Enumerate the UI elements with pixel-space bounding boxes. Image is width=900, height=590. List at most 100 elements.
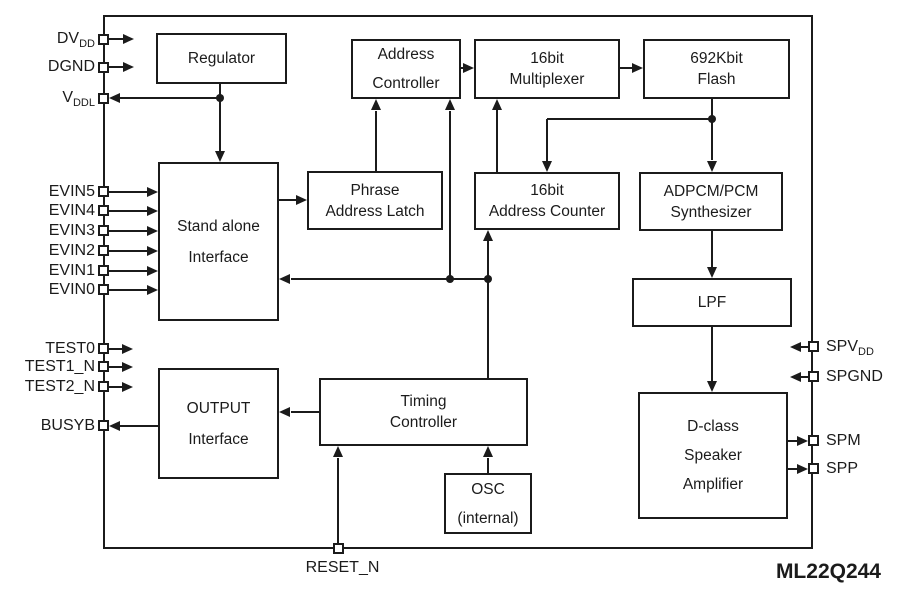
arrowhead-into-stand-alone-top xyxy=(215,151,225,162)
arrowhead-into-phrase-latch xyxy=(296,195,307,205)
pin-dgnd xyxy=(98,62,109,73)
arrowhead-into-spm-pin xyxy=(797,436,808,446)
block-label: Interface xyxy=(188,430,249,448)
wire-evin4 xyxy=(109,210,147,212)
arrowhead-into-address-controller-left xyxy=(371,99,381,110)
arrowhead-evin3 xyxy=(147,226,158,236)
block-label: 16bit xyxy=(530,50,564,67)
wire-reset-n xyxy=(337,458,339,544)
arrowhead-evin1 xyxy=(147,266,158,276)
block-692kbit-flash: 692Kbit Flash xyxy=(643,39,790,99)
junction-dot-bus-right xyxy=(484,275,492,283)
block-adpcm-pcm-synthesizer: ADPCM/PCM Synthesizer xyxy=(639,172,783,231)
arrowhead-evin2 xyxy=(147,246,158,256)
block-output-interface: OUTPUT Interface xyxy=(158,368,279,479)
wire-synthesizer-to-lpf xyxy=(711,231,713,267)
arrowhead-test2-n xyxy=(122,382,133,392)
wire-spgnd xyxy=(801,376,808,378)
block-stand-alone-interface: Stand alone Interface xyxy=(158,162,279,321)
arrowhead-into-address-controller-right xyxy=(445,99,455,110)
wire-bus-to-standalone xyxy=(291,278,489,280)
pin-label-busyb: BUSYB xyxy=(40,417,95,434)
part-number: ML22Q244 xyxy=(775,560,881,583)
arrowhead-into-multiplexer xyxy=(463,63,474,73)
block-label: Interface xyxy=(188,248,249,266)
wire-test1-n xyxy=(109,366,122,368)
arrowhead-dvdd xyxy=(123,34,134,44)
pin-label-evin3: EVIN3 xyxy=(48,222,95,239)
pin-dvdd xyxy=(98,34,109,45)
wire-regulator-down xyxy=(219,84,221,152)
block-label: Address xyxy=(377,46,435,63)
wire-timing-to-output-interface xyxy=(291,411,319,413)
arrowhead-evin0 xyxy=(147,285,158,295)
block-16bit-multiplexer: 16bit Multiplexer xyxy=(474,39,620,99)
junction-dot-vddl xyxy=(216,94,224,102)
arrowhead-into-spp-pin xyxy=(797,464,808,474)
block-osc-internal: OSC (internal) xyxy=(444,473,532,534)
wire-evin0 xyxy=(109,289,147,291)
wire-evin2 xyxy=(109,250,147,252)
pin-label-evin1: EVIN1 xyxy=(48,262,95,279)
block-label: LPF xyxy=(697,293,727,311)
junction-dot-bus-left xyxy=(446,275,454,283)
block-label: ADPCM/PCM xyxy=(663,182,759,200)
block-label: Phrase xyxy=(350,181,400,199)
arrowhead-test1-n xyxy=(122,362,133,372)
block-label: 16bit xyxy=(530,182,564,199)
wire-spm xyxy=(788,440,797,442)
pin-label-spvdd: SPVDD xyxy=(826,338,874,359)
wire-busyb xyxy=(120,425,158,427)
pin-reset-n xyxy=(333,543,344,554)
pin-label-spp: SPP xyxy=(826,460,859,477)
wire-evin3 xyxy=(109,230,147,232)
block-label: Regulator xyxy=(187,49,256,67)
arrowhead-into-standalone-right xyxy=(279,274,290,284)
block-label: D-class xyxy=(687,418,739,435)
pin-evin0 xyxy=(98,284,109,295)
pin-label-test1-n: TEST1_N xyxy=(24,358,95,375)
pin-label-dgnd: DGND xyxy=(47,58,95,75)
wire-test0 xyxy=(109,348,122,350)
pin-label-evin0: EVIN0 xyxy=(48,281,95,298)
block-lpf: LPF xyxy=(632,278,792,327)
block-label: Controller xyxy=(389,414,458,431)
wire-test2-n xyxy=(109,386,122,388)
pin-spm xyxy=(808,435,819,446)
block-label: 692Kbit xyxy=(690,50,743,67)
block-address-controller: Address Controller xyxy=(351,39,461,99)
block-label: OSC xyxy=(471,480,505,498)
arrowhead-into-amplifier xyxy=(707,381,717,392)
arrowhead-into-flash xyxy=(632,63,643,73)
junction-dot-flash xyxy=(708,115,716,123)
arrowhead-into-output-interface xyxy=(279,407,290,417)
pin-evin1 xyxy=(98,265,109,276)
arrowhead-evin5 xyxy=(147,187,158,197)
wire-spp xyxy=(788,468,797,470)
arrowhead-into-address-counter-top xyxy=(542,161,552,172)
block-d-class-speaker-amplifier: D-class Speaker Amplifier xyxy=(638,392,788,519)
wire-multiplexer-to-flash xyxy=(620,67,632,69)
pin-evin5 xyxy=(98,186,109,197)
wire-lpf-to-amplifier xyxy=(711,327,713,381)
block-label: (internal) xyxy=(457,509,519,527)
wire-evin5 xyxy=(109,191,147,193)
pin-spgnd xyxy=(808,371,819,382)
block-label: Address Latch xyxy=(325,202,425,220)
arrowhead-into-vddl-pin xyxy=(109,93,120,103)
arrowhead-evin4 xyxy=(147,206,158,216)
pin-label-evin2: EVIN2 xyxy=(48,242,95,259)
block-label: Controller xyxy=(372,75,440,92)
pin-test2-n xyxy=(98,381,109,392)
block-label: Synthesizer xyxy=(670,203,752,221)
pin-label-spgnd: SPGND xyxy=(826,368,883,385)
pin-busyb xyxy=(98,420,109,431)
arrowhead-into-multiplexer-bottom xyxy=(492,99,502,110)
wire-spvdd xyxy=(801,346,808,348)
pin-spvdd xyxy=(808,341,819,352)
block-label: Address Counter xyxy=(488,203,606,220)
block-label: Speaker xyxy=(684,447,742,464)
block-16bit-address-counter: 16bit Address Counter xyxy=(474,172,620,230)
block-label: Multiplexer xyxy=(509,71,585,88)
